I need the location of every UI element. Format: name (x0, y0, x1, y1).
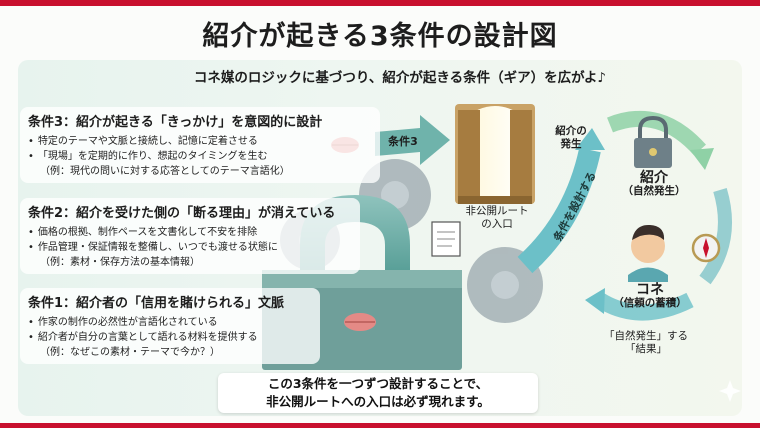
intro-title: 紹介 (640, 170, 668, 186)
kone-node: コネ （信頼の蓄積） (604, 282, 696, 310)
condition-2-example: （例：素材・保存方法の基本情報） (40, 257, 200, 268)
door-label-line1: 非公開ルート (465, 205, 529, 217)
condition-3-heading: 条件3：紹介が起きる「きっかけ」を意図的に設計 (28, 115, 323, 130)
compass-icon (691, 233, 721, 263)
condition-1-example: （例：なぜこの素材・テーマで今か？） (40, 347, 220, 358)
summary-line1: この3条件を一つずつ設計することで、 (267, 376, 489, 391)
condition-1-box: 条件1：紹介者の「信用を賭けられる」文脈 作家の制作の必然性が言語化されている … (20, 288, 320, 364)
occurrence-line2: 発生 (560, 138, 582, 150)
condition-2-item: 価格の根拠、制作ペースを文書化して不安を排除 (28, 225, 352, 240)
cycle-arrow-top (607, 110, 706, 156)
subtitle: コネ媒のロジックに基づつり、紹介が起きる条件（ギア）を広がよ♪ (193, 70, 607, 86)
condition-2-box: 条件2：紹介を受けた側の「断る理由」が消えている 価格の根拠、制作ペースを文書化… (20, 198, 360, 274)
door-icon (455, 104, 535, 204)
door-label-line2: の入口 (481, 218, 513, 230)
cycle-arrow-design (517, 147, 601, 274)
condition-3-box: 条件3：紹介が起きる「きっかけ」を意図的に設計 特定のテーマや文脈と接続し、記憶… (20, 107, 380, 183)
intro-subtitle: （自然発生） (622, 185, 686, 197)
result-line1: 「自然発生」する (604, 330, 688, 342)
condition-1-item: 作家の制作の必然性が言語化されている (28, 315, 312, 330)
kone-subtitle: （信頼の蓄積） (613, 297, 687, 309)
sparkle-icon (719, 380, 741, 402)
summary-line2: 非公開ルートへの入口は必ず現れます。 (266, 394, 490, 409)
condition-1-heading: 条件1：紹介者の「信用を賭けられる」文脈 (28, 296, 285, 311)
page-title: 紹介が起きる3条件の設計図 (202, 21, 558, 52)
condition-1-item: 紹介者が自分の言葉として語れる材料を提供する (28, 330, 312, 345)
person-icon (628, 224, 668, 282)
condition-2-heading: 条件2：紹介を受けた側の「断る理由」が消えている (28, 206, 336, 221)
kone-title: コネ (636, 282, 664, 298)
intro-node: 紹介 （自然発生） (612, 170, 696, 198)
condition3-arrow-label: 条件3 (388, 135, 418, 148)
lips-icon (344, 313, 376, 331)
cycle-arrow-bottom (595, 292, 694, 321)
condition-3-item: 特定のテーマや文脈と接続し、記憶に定着させる (28, 134, 372, 149)
condition-2-item: 作品管理・保証情報を整備し、いつでも渡せる状態に (28, 240, 352, 255)
condition3-arrow (375, 115, 450, 165)
summary-box: この3条件を一つずつ設計することで、 非公開ルートへの入口は必ず現れます。 (218, 373, 538, 413)
condition-3-item: 「現場」を定期的に作り、想起のタイミングを生む (28, 149, 372, 164)
padlock-icon (634, 115, 672, 168)
occurrence-label: 紹介の 発生 (546, 125, 596, 151)
result-label: 「自然発生」する 「結果」 (594, 330, 698, 356)
occurrence-line1: 紹介の (555, 125, 587, 137)
condition-3-example: （例：現代の問いに対する応答としてのテーマ言語化） (40, 166, 290, 177)
result-line2: 「結果」 (625, 343, 667, 355)
door-label: 非公開ルート の入口 (452, 205, 542, 231)
cycle-arrow-right (699, 187, 732, 285)
document-icon (431, 221, 461, 257)
